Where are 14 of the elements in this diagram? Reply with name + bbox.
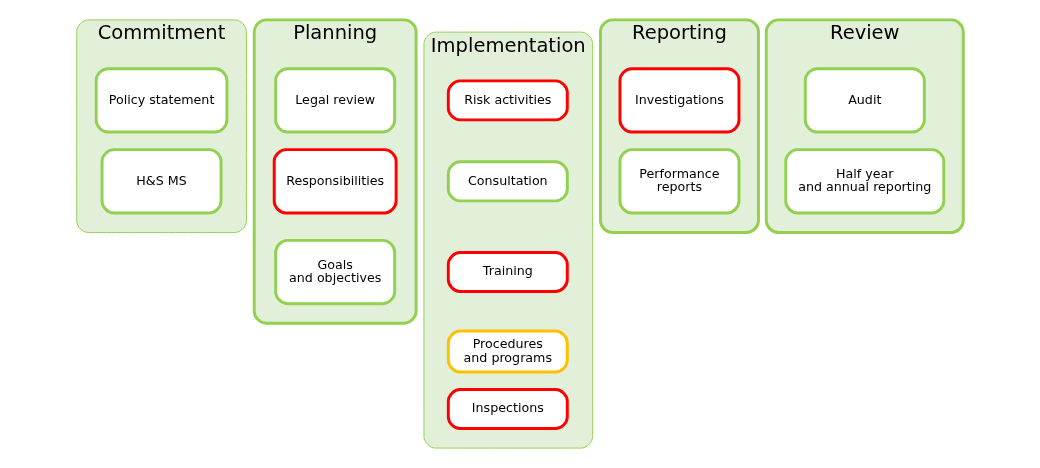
node-box: Goals and objectives <box>274 238 397 306</box>
node-box: H&S MS <box>100 148 223 215</box>
node-box: Procedures and programs <box>446 329 569 374</box>
node-box: Risk activities <box>446 79 569 122</box>
node-box: Half year and annual reporting <box>784 148 946 215</box>
node-box: Investigations <box>618 67 741 134</box>
node-box: Performance reports <box>618 148 741 215</box>
node-box: Legal review <box>274 67 397 134</box>
node-box: Training <box>446 251 569 293</box>
node-box: Policy statement <box>94 67 229 134</box>
node-box: Consultation <box>446 160 569 203</box>
node-box: Audit <box>803 67 926 134</box>
node-box: Inspections <box>446 388 569 431</box>
node-box: Responsibilities <box>272 148 398 215</box>
